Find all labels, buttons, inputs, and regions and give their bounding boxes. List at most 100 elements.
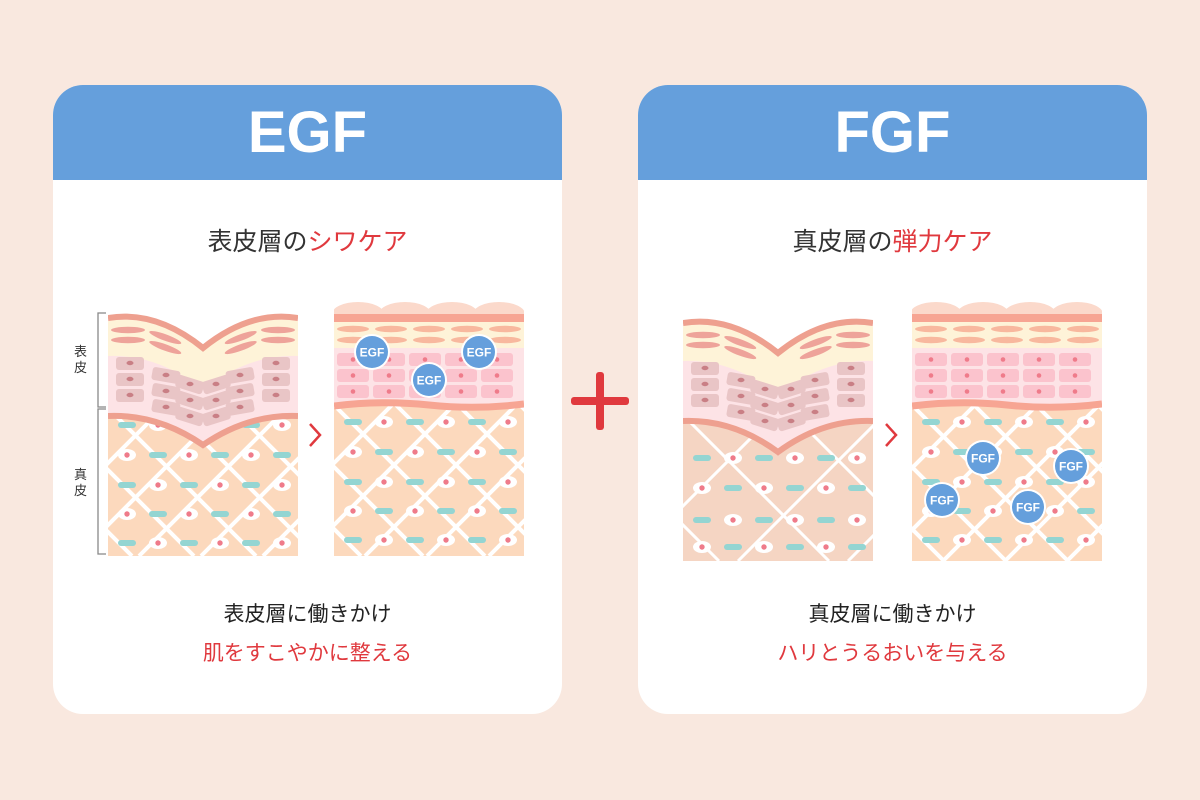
- keratinocyte-nucleus: [1036, 373, 1042, 378]
- fibroblast-nucleus: [443, 479, 449, 485]
- keratinocyte-nucleus: [1072, 373, 1078, 378]
- collagen-fiber: [487, 518, 524, 556]
- keratinocyte-nucleus: [458, 389, 464, 394]
- flattened-cell: [686, 331, 720, 339]
- fibroblast-nucleus: [730, 455, 736, 461]
- fibroblast-nucleus: [823, 485, 829, 491]
- elastin-fiber: [344, 537, 362, 543]
- keratinocyte-nucleus: [737, 409, 745, 415]
- flattened-cell: [686, 341, 720, 349]
- flattened-cell: [724, 335, 757, 350]
- collagen-fiber: [334, 526, 363, 556]
- fibroblast-nucleus: [699, 544, 705, 550]
- keratinocyte-nucleus: [761, 418, 769, 424]
- keratinocyte-nucleus: [186, 397, 194, 403]
- keratinocyte-nucleus: [386, 389, 392, 394]
- collagen-fiber: [912, 526, 946, 561]
- flattened-cell: [413, 336, 445, 344]
- elastin-fiber: [984, 419, 1002, 425]
- fgf-heading-red: 弾力ケア: [892, 227, 993, 256]
- keratinocyte-nucleus: [236, 372, 244, 378]
- basement-membrane: [108, 412, 298, 449]
- elastin-fiber: [1015, 449, 1033, 455]
- growth-factor-label: EGF: [417, 374, 442, 388]
- flattened-cell: [915, 336, 947, 344]
- collagen-fiber: [261, 518, 298, 556]
- keratinocyte-nucleus: [494, 389, 500, 394]
- growth-factor-label: FGF: [1016, 501, 1040, 515]
- flattened-cell: [915, 325, 947, 333]
- keratinocyte-nucleus: [272, 392, 280, 398]
- elastin-fiber: [499, 449, 517, 455]
- growth-factor-label: EGF: [360, 346, 385, 360]
- fibroblast-nucleus: [1021, 537, 1027, 543]
- fibroblast-nucleus: [761, 485, 767, 491]
- fibroblast-nucleus: [279, 482, 285, 488]
- stratum-corneum: [334, 314, 524, 322]
- fibroblast-nucleus: [1083, 537, 1089, 543]
- elastin-fiber: [468, 479, 486, 485]
- plus-icon: [571, 372, 629, 430]
- fibroblast-nucleus: [699, 485, 705, 491]
- elastin-fiber: [211, 452, 229, 458]
- egf-heading-plain: 表皮層の: [207, 227, 308, 256]
- egf-heading-red: シワケア: [307, 227, 408, 256]
- keratinocyte-nucleus: [847, 365, 855, 371]
- flattened-cell: [724, 345, 757, 360]
- flattened-cell: [261, 336, 295, 344]
- elastin-fiber: [273, 511, 291, 517]
- fibroblast-nucleus: [412, 508, 418, 514]
- elastin-fiber: [149, 452, 167, 458]
- collagen-fiber: [736, 423, 873, 561]
- collagen-fiber: [230, 406, 298, 477]
- fibroblast-nucleus: [730, 517, 736, 523]
- fgf-caption-line1: 真皮層に働きかけ: [808, 602, 977, 626]
- keratinocyte-nucleus: [350, 389, 356, 394]
- flattened-cell: [489, 325, 521, 333]
- growth-factor-badge: [1055, 450, 1087, 482]
- elastin-fiber: [848, 544, 866, 550]
- elastin-fiber: [242, 482, 260, 488]
- fibroblast-nucleus: [381, 419, 387, 425]
- flattened-cell: [836, 331, 870, 339]
- keratinocyte-nucleus: [162, 388, 170, 394]
- elastin-fiber: [724, 485, 742, 491]
- elastin-fiber: [149, 511, 167, 517]
- flattened-cell: [991, 325, 1023, 333]
- keratinocyte-nucleus: [737, 377, 745, 383]
- elastin-fiber: [922, 419, 940, 425]
- flattened-cell: [799, 345, 832, 360]
- fibroblast-nucleus: [186, 452, 192, 458]
- keratinocyte-nucleus: [126, 392, 134, 398]
- elastin-fiber: [437, 508, 455, 514]
- flattened-cell: [953, 325, 985, 333]
- collagen-fiber: [108, 406, 165, 466]
- growth-factor-label: FGF: [1059, 460, 1083, 474]
- collagen-fiber: [1065, 523, 1102, 561]
- fibroblast-nucleus: [217, 482, 223, 488]
- fibroblast-nucleus: [155, 482, 161, 488]
- stratum-corneum: [108, 313, 298, 352]
- elastin-fiber: [344, 419, 362, 425]
- fibroblast-nucleus: [279, 422, 285, 428]
- elastin-fiber: [406, 479, 424, 485]
- elastin-fiber: [344, 479, 362, 485]
- flattened-cell: [224, 330, 257, 345]
- keratinocyte-nucleus: [1036, 389, 1042, 394]
- flattened-cell: [451, 325, 483, 333]
- elastin-fiber: [786, 544, 804, 550]
- elastin-fiber: [118, 540, 136, 546]
- fibroblast-nucleus: [854, 517, 860, 523]
- elastin-fiber: [211, 511, 229, 517]
- keratinocyte-nucleus: [350, 357, 356, 362]
- flattened-cell: [799, 335, 832, 350]
- keratinocyte-nucleus: [964, 389, 970, 394]
- fibroblast-nucleus: [823, 544, 829, 550]
- elastin-fiber: [375, 449, 393, 455]
- keratinocyte-nucleus: [761, 386, 769, 392]
- keratinocyte-nucleus: [701, 397, 709, 403]
- keratinocyte-nucleus: [236, 404, 244, 410]
- collagen-fiber: [456, 403, 524, 474]
- collagen-fiber: [683, 522, 721, 561]
